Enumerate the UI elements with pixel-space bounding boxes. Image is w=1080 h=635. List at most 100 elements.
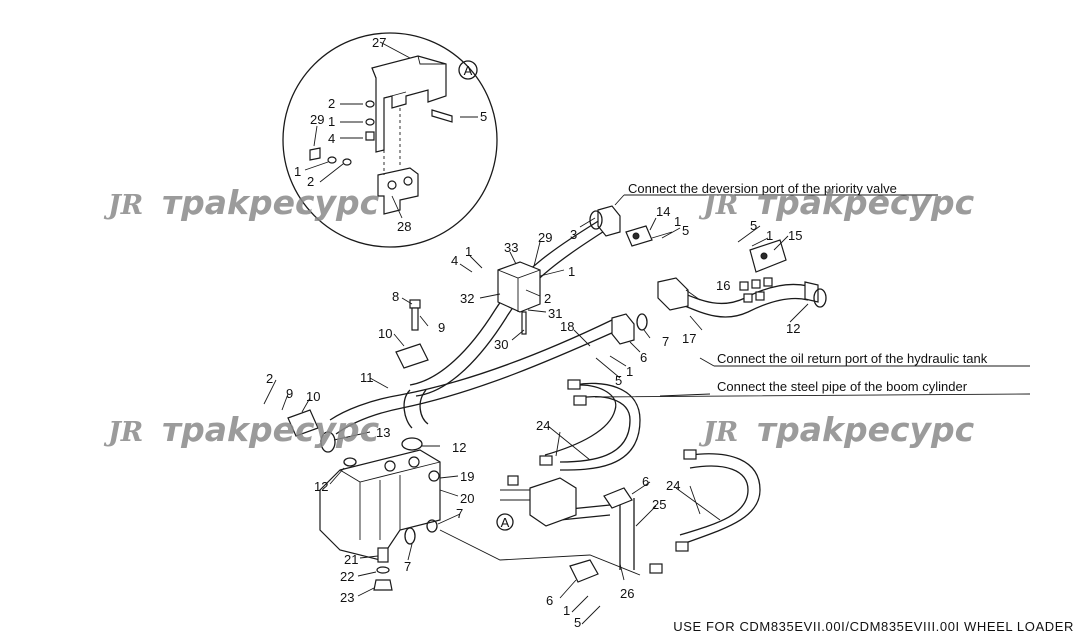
part-number: 5 xyxy=(480,109,487,124)
part-number: 20 xyxy=(460,491,474,506)
detail-view-a: A xyxy=(282,32,498,248)
part-number: 7 xyxy=(456,506,463,521)
part-number: 28 xyxy=(397,219,411,234)
hose-24-a xyxy=(559,382,641,471)
part-number: 12 xyxy=(786,321,800,336)
part-number: 2 xyxy=(266,371,273,386)
part-number: 1 xyxy=(626,364,633,379)
part-number: 18 xyxy=(560,319,574,334)
pipe-18-b xyxy=(335,331,615,435)
tank-flange xyxy=(804,281,819,303)
part-number: 6 xyxy=(546,593,553,608)
flange-10-top xyxy=(395,343,429,369)
watermark-text: трakpecypc xyxy=(162,183,380,222)
part-number: 26 xyxy=(620,586,634,601)
watermark-text: трakpecypc xyxy=(757,183,975,222)
detail-marker-label: A xyxy=(464,63,473,78)
part-number: 11 xyxy=(360,370,374,385)
flange-6-right xyxy=(603,487,633,509)
hose-24-b xyxy=(559,395,631,463)
pin-5 xyxy=(431,109,453,123)
o-ring-12-left xyxy=(343,457,357,467)
watermark-1: JR трakpecypc xyxy=(103,183,380,222)
part-number: 12 xyxy=(314,479,328,494)
part-number: 7 xyxy=(662,334,669,349)
callout-a-circle xyxy=(496,513,514,531)
part-number: 32 xyxy=(460,291,474,306)
bracket-28-hole-2 xyxy=(403,176,413,186)
watermark-logo: JR xyxy=(698,417,738,448)
part-number: 29 xyxy=(538,230,552,245)
pipe-25 xyxy=(619,498,635,570)
note-oil-return: Connect the oil return port of the hydra… xyxy=(717,351,988,366)
bracket-32-edges xyxy=(497,269,541,312)
bracket-32 xyxy=(497,261,541,313)
part-number: 33 xyxy=(504,240,518,255)
bracket-15-hole xyxy=(760,252,768,260)
o-ring-7-side xyxy=(426,519,438,533)
hose-24-c xyxy=(544,384,617,456)
part-number: 24 xyxy=(536,418,550,433)
o-ring-12-tank xyxy=(813,288,827,308)
washer-2-detail xyxy=(365,100,375,108)
part-number: 29 xyxy=(310,112,324,127)
flange-priority xyxy=(597,205,621,237)
watermark-logo: JR xyxy=(698,190,738,221)
part-number: 15 xyxy=(788,228,802,243)
hose-24-e xyxy=(679,465,749,536)
part-number: 5 xyxy=(574,615,581,630)
watermark-4: JR трakpecypc xyxy=(698,410,975,449)
note-lines xyxy=(594,194,1031,398)
o-ring-13 xyxy=(320,431,336,453)
part-number: 30 xyxy=(494,337,508,352)
detail-leaders xyxy=(304,41,478,219)
washer-2b-detail xyxy=(342,158,352,166)
o-ring-7 xyxy=(636,313,648,331)
part-number: 12 xyxy=(452,440,466,455)
watermark-text: трakpecypc xyxy=(162,410,380,449)
watermark-logo: JR xyxy=(103,417,143,448)
part-number: 1 xyxy=(766,228,773,243)
control-valve-edges xyxy=(339,461,441,540)
part-number: 23 xyxy=(340,590,354,605)
washer-1-detail xyxy=(365,118,375,126)
part-number: 10 xyxy=(378,326,392,341)
o-ring-3 xyxy=(589,210,603,230)
part-number: 27 xyxy=(372,35,386,50)
bracket-15 xyxy=(749,239,787,273)
note-priority-valve: Connect the deversion port of the priori… xyxy=(628,181,897,196)
o-ring-7-bottom xyxy=(404,527,416,545)
part-number: 3 xyxy=(570,227,577,242)
fitting-21 xyxy=(377,547,389,563)
callout-a-label: A xyxy=(501,515,510,530)
bolt-30 xyxy=(521,311,527,335)
part-number: 1 xyxy=(674,214,681,229)
block-16 xyxy=(657,277,689,311)
flange-10-left xyxy=(287,409,319,437)
nut-29-detail xyxy=(309,147,321,161)
bolt-8-shank xyxy=(411,307,419,331)
part-number: 21 xyxy=(344,552,358,567)
note-leader-stems xyxy=(614,194,715,397)
part-number: 5 xyxy=(750,218,757,233)
valve-port-3 xyxy=(428,470,440,482)
detail-circle xyxy=(282,32,498,248)
components: A xyxy=(287,205,787,591)
part-number: 17 xyxy=(682,331,696,346)
bracket-28-hole xyxy=(387,180,397,190)
part-number: 10 xyxy=(306,389,320,404)
pipes xyxy=(329,219,827,576)
part-number: 25 xyxy=(652,497,666,512)
part-number: 4 xyxy=(328,131,335,146)
footer-model-text: USE FOR CDM835EVII.00I/CDM835EVIII.00I W… xyxy=(673,619,1074,634)
hose-3-a xyxy=(409,219,601,386)
watermark-2: JR трakpecypc xyxy=(698,183,975,222)
part-number: 14 xyxy=(656,204,670,219)
part-number: 1 xyxy=(465,244,472,259)
part-number: 31 xyxy=(548,306,562,321)
flange-6 xyxy=(611,313,635,345)
part-number: 1 xyxy=(563,603,570,618)
watermark-text: трakpecypc xyxy=(757,410,975,449)
part-number: 24 xyxy=(666,478,680,493)
